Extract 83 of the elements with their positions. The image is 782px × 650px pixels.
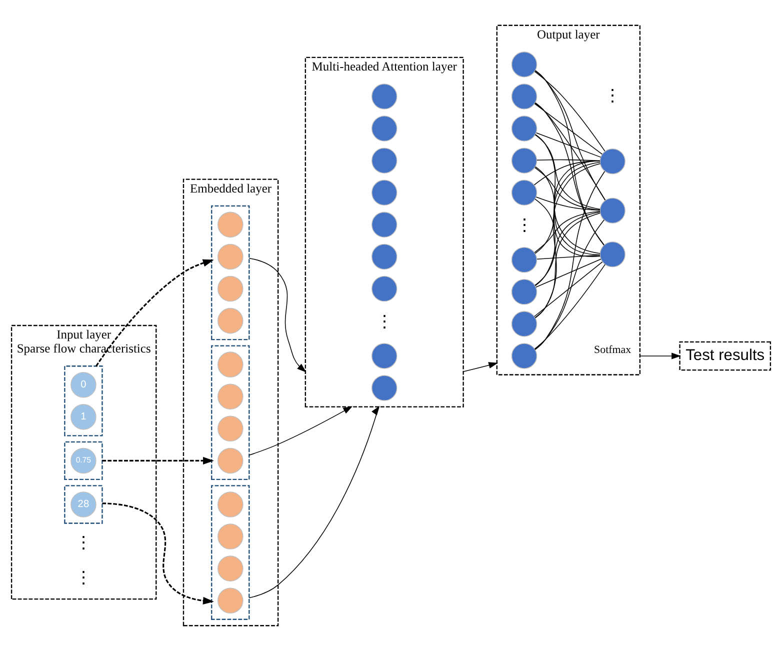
arrow (102, 456, 214, 464)
node-circle (600, 197, 626, 223)
node-circle (218, 307, 244, 334)
node-circle: 0.75 (70, 447, 96, 474)
connector (535, 161, 600, 286)
connector (534, 198, 600, 256)
node-circle (511, 179, 538, 206)
cluster (211, 484, 250, 620)
cluster (211, 204, 250, 340)
connector (534, 160, 600, 185)
arrow (102, 502, 214, 604)
connector (534, 102, 606, 200)
cluster (64, 365, 103, 436)
arrow (640, 352, 681, 359)
connector (536, 258, 602, 288)
label: ⋮ (604, 84, 622, 104)
label: ⋮ (376, 310, 393, 330)
connector (534, 102, 603, 154)
node-box: Test results (679, 340, 772, 370)
node-circle (371, 275, 398, 302)
node-circle (218, 555, 244, 581)
node-circle (218, 491, 244, 517)
node-circle (371, 83, 398, 109)
node-circle (371, 342, 398, 368)
connector (534, 134, 600, 254)
node-circle (511, 83, 538, 109)
cluster (64, 440, 103, 480)
arrow (462, 362, 498, 372)
node-circle (371, 243, 398, 270)
edge-label: Sotfmax (594, 344, 632, 356)
node-circle (371, 374, 398, 400)
connector (534, 211, 600, 286)
node-circle (511, 310, 538, 336)
node-circle: 0 (70, 372, 96, 398)
node-circle (218, 243, 244, 270)
connector (534, 219, 605, 350)
connector (534, 261, 603, 316)
arrow (248, 405, 380, 598)
node-circle (511, 246, 538, 272)
node-circle (511, 342, 538, 368)
node-circle (218, 383, 244, 410)
node-circle (511, 51, 538, 77)
connector (534, 102, 604, 245)
node-circle (218, 415, 244, 442)
connector (534, 166, 600, 210)
connector (536, 196, 600, 210)
connector (534, 70, 606, 200)
label: ⋮ (74, 566, 92, 587)
connector (534, 210, 600, 252)
node-circle (511, 115, 538, 141)
node-circle (218, 275, 244, 302)
arrow (248, 406, 353, 456)
connector (536, 132, 602, 158)
cluster (64, 484, 103, 524)
node-circle (511, 278, 538, 304)
node-circle: 1 (70, 404, 96, 430)
node-circle (371, 179, 398, 206)
node-circle: 28 (70, 491, 96, 517)
node-circle (371, 211, 398, 238)
node-circle (218, 351, 244, 377)
node-circle (600, 240, 626, 267)
label: ⋮ (74, 531, 92, 552)
connector (534, 134, 600, 210)
node-circle (371, 115, 398, 141)
connector (534, 212, 600, 318)
node-circle (511, 147, 538, 173)
connector (534, 162, 601, 318)
node-circle (218, 523, 244, 549)
node-circle (371, 147, 398, 173)
connector (534, 170, 606, 350)
connector (536, 254, 600, 259)
arrow (248, 257, 306, 372)
connector (534, 264, 606, 349)
label: ⋮ (516, 214, 533, 234)
node-circle (218, 587, 244, 613)
cluster: Embedded layer (182, 178, 279, 626)
node-circle (218, 211, 244, 238)
node-circle (218, 447, 244, 474)
arrow (96, 258, 214, 366)
connector (534, 70, 606, 152)
cluster (211, 344, 250, 480)
node-circle (600, 148, 626, 174)
connector (535, 70, 604, 246)
